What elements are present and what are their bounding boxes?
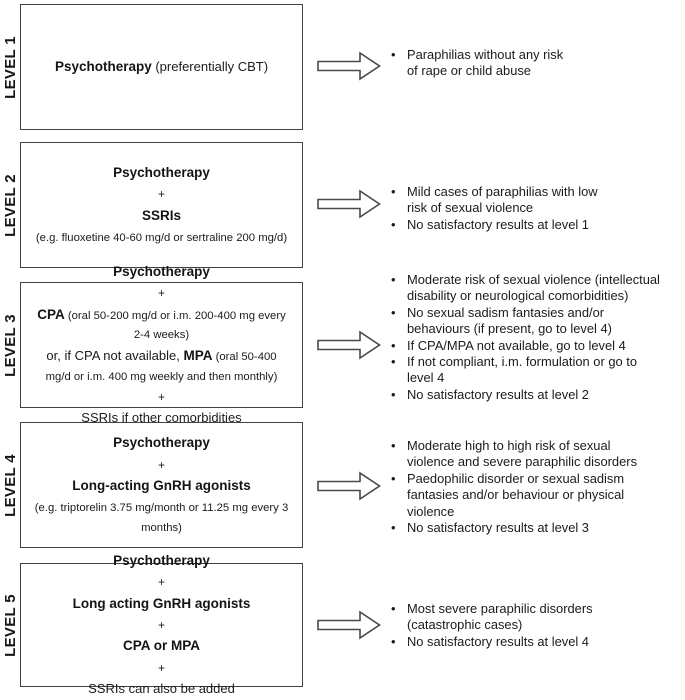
- box-line-segment: MPA: [183, 347, 213, 363]
- box-line-segment: (oral 50-200 mg/d or i.m. 200-400 mg eve…: [67, 309, 286, 342]
- box-line: +: [36, 184, 287, 204]
- level-2-box: Psychotherapy + SSRIs (e.g. fluoxetine 40-6…: [20, 142, 303, 268]
- bullet-item: Paraphilias without any risk of rape or …: [386, 47, 682, 80]
- box-line: SSRIs: [36, 206, 287, 226]
- level-3-box-content: Psychotherapy + CPA (oral 50-200 mg/d or i…: [31, 260, 292, 429]
- box-line-segment: (oral 50-400 mg/d or i.m. 400 mg weekly …: [45, 350, 278, 383]
- box-line-segment: SSRIs: [141, 207, 182, 223]
- box-line-segment: Psychotherapy: [113, 553, 210, 569]
- bullet-item: No sexual sadism fantasies and/or behavi…: [386, 305, 682, 338]
- bullet-item: Paedophilic disorder or sexual sadism fa…: [386, 471, 682, 520]
- box-line-segment: +: [157, 618, 165, 633]
- level-5-box: Psychotherapy + Long acting GnRH agonists +…: [20, 553, 303, 696]
- box-line: SSRIs if other comorbidities: [37, 408, 286, 428]
- level-4-label-text: LEVEL 4: [1, 453, 19, 517]
- box-line: +: [73, 572, 251, 592]
- box-line: Psychotherapy: [36, 163, 287, 183]
- level-2-bullets: Mild cases of paraphilias with low risk …: [386, 184, 682, 234]
- box-line-segment: +: [157, 660, 165, 675]
- level-3-label-text: LEVEL 3: [1, 313, 19, 377]
- right-arrow-icon: [317, 330, 381, 360]
- level-2-label: LEVEL 2: [0, 142, 20, 268]
- level-1-bullets: Paraphilias without any risk of rape or …: [386, 47, 682, 80]
- bullet-item: No satisfactory results at level 1: [386, 217, 682, 234]
- bullet-item: If CPA/MPA not available, go to level 4: [386, 338, 682, 355]
- bullet-item: Moderate high to high risk of sexual vio…: [386, 438, 682, 471]
- bullet-item: No satisfactory results at level 2: [386, 387, 682, 404]
- box-line: Psychotherapy: [37, 262, 286, 282]
- box-line: or, if CPA not available, MPA (oral 50-4…: [37, 346, 286, 386]
- box-line: Long acting GnRH agonists: [73, 594, 251, 614]
- level-5-bullets: Most severe paraphilic disorders (catast…: [386, 601, 682, 651]
- bullet-item: No satisfactory results at level 3: [386, 520, 682, 537]
- box-line: +: [37, 387, 286, 407]
- box-line-segment: +: [157, 457, 165, 472]
- box-line-segment: (e.g. fluoxetine 40-60 mg/d or sertralin…: [35, 232, 288, 245]
- box-line-segment: CPA or MPA: [123, 638, 200, 654]
- box-line: Psychotherapy: [35, 433, 288, 453]
- box-line: CPA or MPA: [73, 636, 251, 656]
- box-line: +: [73, 615, 251, 635]
- level-3-bullets: Moderate risk of sexual violence (intell…: [386, 272, 682, 404]
- box-line-segment: +: [157, 389, 165, 404]
- right-arrow-icon: [317, 189, 381, 219]
- box-line-segment: (e.g. triptorelin 3.75 mg/month or 11.25…: [34, 502, 289, 534]
- bullet-item: Mild cases of paraphilias with low risk …: [386, 184, 682, 217]
- box-line-segment: Long acting GnRH agonists: [72, 595, 251, 611]
- level-4-box-content: Psychotherapy + Long-acting GnRH agonists (…: [29, 432, 294, 539]
- level-1-box: Psychotherapy (preferentially CBT): [20, 4, 303, 130]
- level-5-box-content: Psychotherapy + Long acting GnRH agonists +…: [67, 550, 257, 700]
- box-line: Psychotherapy (preferentially CBT): [55, 57, 268, 77]
- level-1-box-content: Psychotherapy (preferentially CBT): [49, 56, 274, 79]
- box-line-segment: +: [157, 575, 165, 590]
- level-1-label: LEVEL 1: [0, 4, 20, 130]
- level-3-box: Psychotherapy + CPA (oral 50-200 mg/d or i…: [20, 264, 303, 425]
- level-2-label-text: LEVEL 2: [1, 173, 19, 237]
- box-line-segment: Psychotherapy: [113, 435, 210, 451]
- right-arrow-icon: [317, 471, 381, 501]
- level-4-label: LEVEL 4: [0, 422, 20, 548]
- box-line-segment: SSRIs if other comorbidities: [81, 410, 242, 426]
- level-3-label: LEVEL 3: [0, 282, 20, 408]
- level-5-label-text: LEVEL 5: [1, 593, 19, 657]
- bullet-item: If not compliant, i.m. formulation or go…: [386, 354, 682, 387]
- box-line-segment: Psychotherapy: [113, 165, 210, 181]
- box-line: Long-acting GnRH agonists: [35, 476, 288, 496]
- bullet-item: Moderate risk of sexual violence (intell…: [386, 272, 682, 305]
- level-4-box: Psychotherapy + Long-acting GnRH agonists (…: [20, 422, 303, 548]
- box-line: Psychotherapy: [73, 551, 251, 571]
- box-line-segment: SSRIs can also be added: [88, 681, 235, 697]
- level-2-box-content: Psychotherapy + SSRIs (e.g. fluoxetine 40-6…: [30, 162, 293, 249]
- level-5-label: LEVEL 5: [0, 563, 20, 687]
- bullet-item: Most severe paraphilic disorders (catast…: [386, 601, 682, 634]
- box-line-segment: Psychotherapy: [113, 263, 210, 279]
- box-line-segment: +: [157, 286, 165, 301]
- box-line-segment: Long-acting GnRH agonists: [72, 477, 251, 493]
- box-line: SSRIs can also be added: [73, 679, 251, 699]
- box-line-segment: Psychotherapy: [54, 59, 152, 75]
- box-line-segment: or, if CPA not available,: [46, 347, 184, 363]
- box-line: +: [73, 658, 251, 678]
- bullet-item: No satisfactory results at level 4: [386, 634, 682, 651]
- level-1-label-text: LEVEL 1: [1, 35, 19, 99]
- right-arrow-icon: [317, 610, 381, 640]
- box-line: CPA (oral 50-200 mg/d or i.m. 200-400 mg…: [37, 305, 286, 345]
- box-line: (e.g. triptorelin 3.75 mg/month or 11.25…: [35, 497, 288, 537]
- box-line-segment: +: [157, 187, 165, 202]
- level-4-bullets: Moderate high to high risk of sexual vio…: [386, 438, 682, 537]
- right-arrow-icon: [317, 51, 381, 81]
- box-line: (e.g. fluoxetine 40-60 mg/d or sertralin…: [36, 227, 287, 247]
- box-line: +: [35, 455, 288, 475]
- box-line: +: [37, 283, 286, 303]
- box-line-segment: CPA: [37, 306, 65, 322]
- box-line-segment: (preferentially CBT): [151, 59, 269, 75]
